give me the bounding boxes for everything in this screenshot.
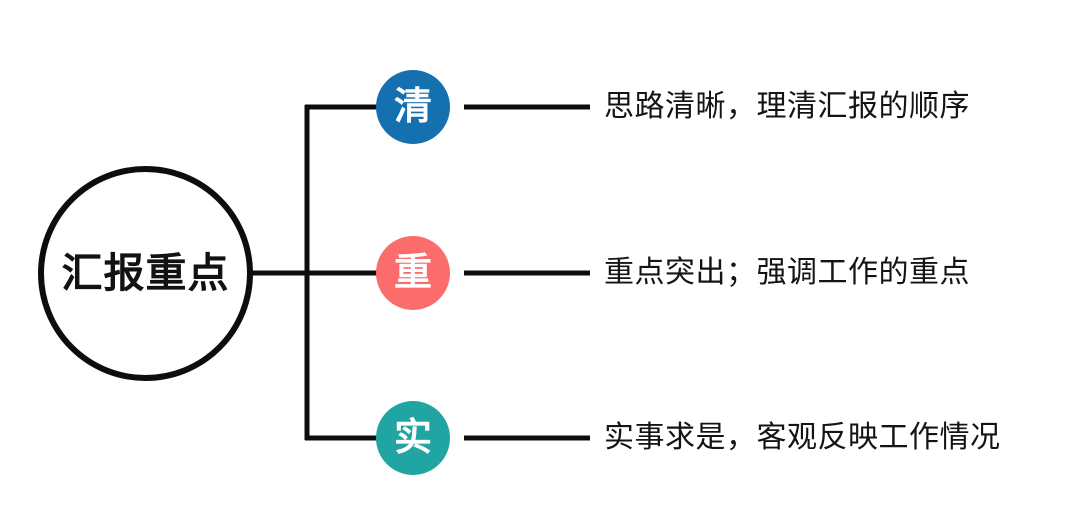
root-node-label: 汇报重点 <box>61 250 230 296</box>
branch-text-3: 实事求是，客观反映工作情况 <box>604 421 1001 454</box>
branch-text-1: 思路清晰，理清汇报的顺序 <box>604 90 970 123</box>
root-node[interactable]: 汇报重点 <box>38 166 253 381</box>
branch-badge-3[interactable]: 实 <box>376 401 450 475</box>
branch-badge-label-3: 实 <box>393 417 432 459</box>
branch-badge-1[interactable]: 清 <box>376 70 450 144</box>
branch-text-2: 重点突出；强调工作的重点 <box>604 256 970 289</box>
branch-badge-2[interactable]: 重 <box>376 236 450 310</box>
branch-badge-label-2: 重 <box>393 252 432 294</box>
branch-badge-label-1: 清 <box>393 86 432 128</box>
